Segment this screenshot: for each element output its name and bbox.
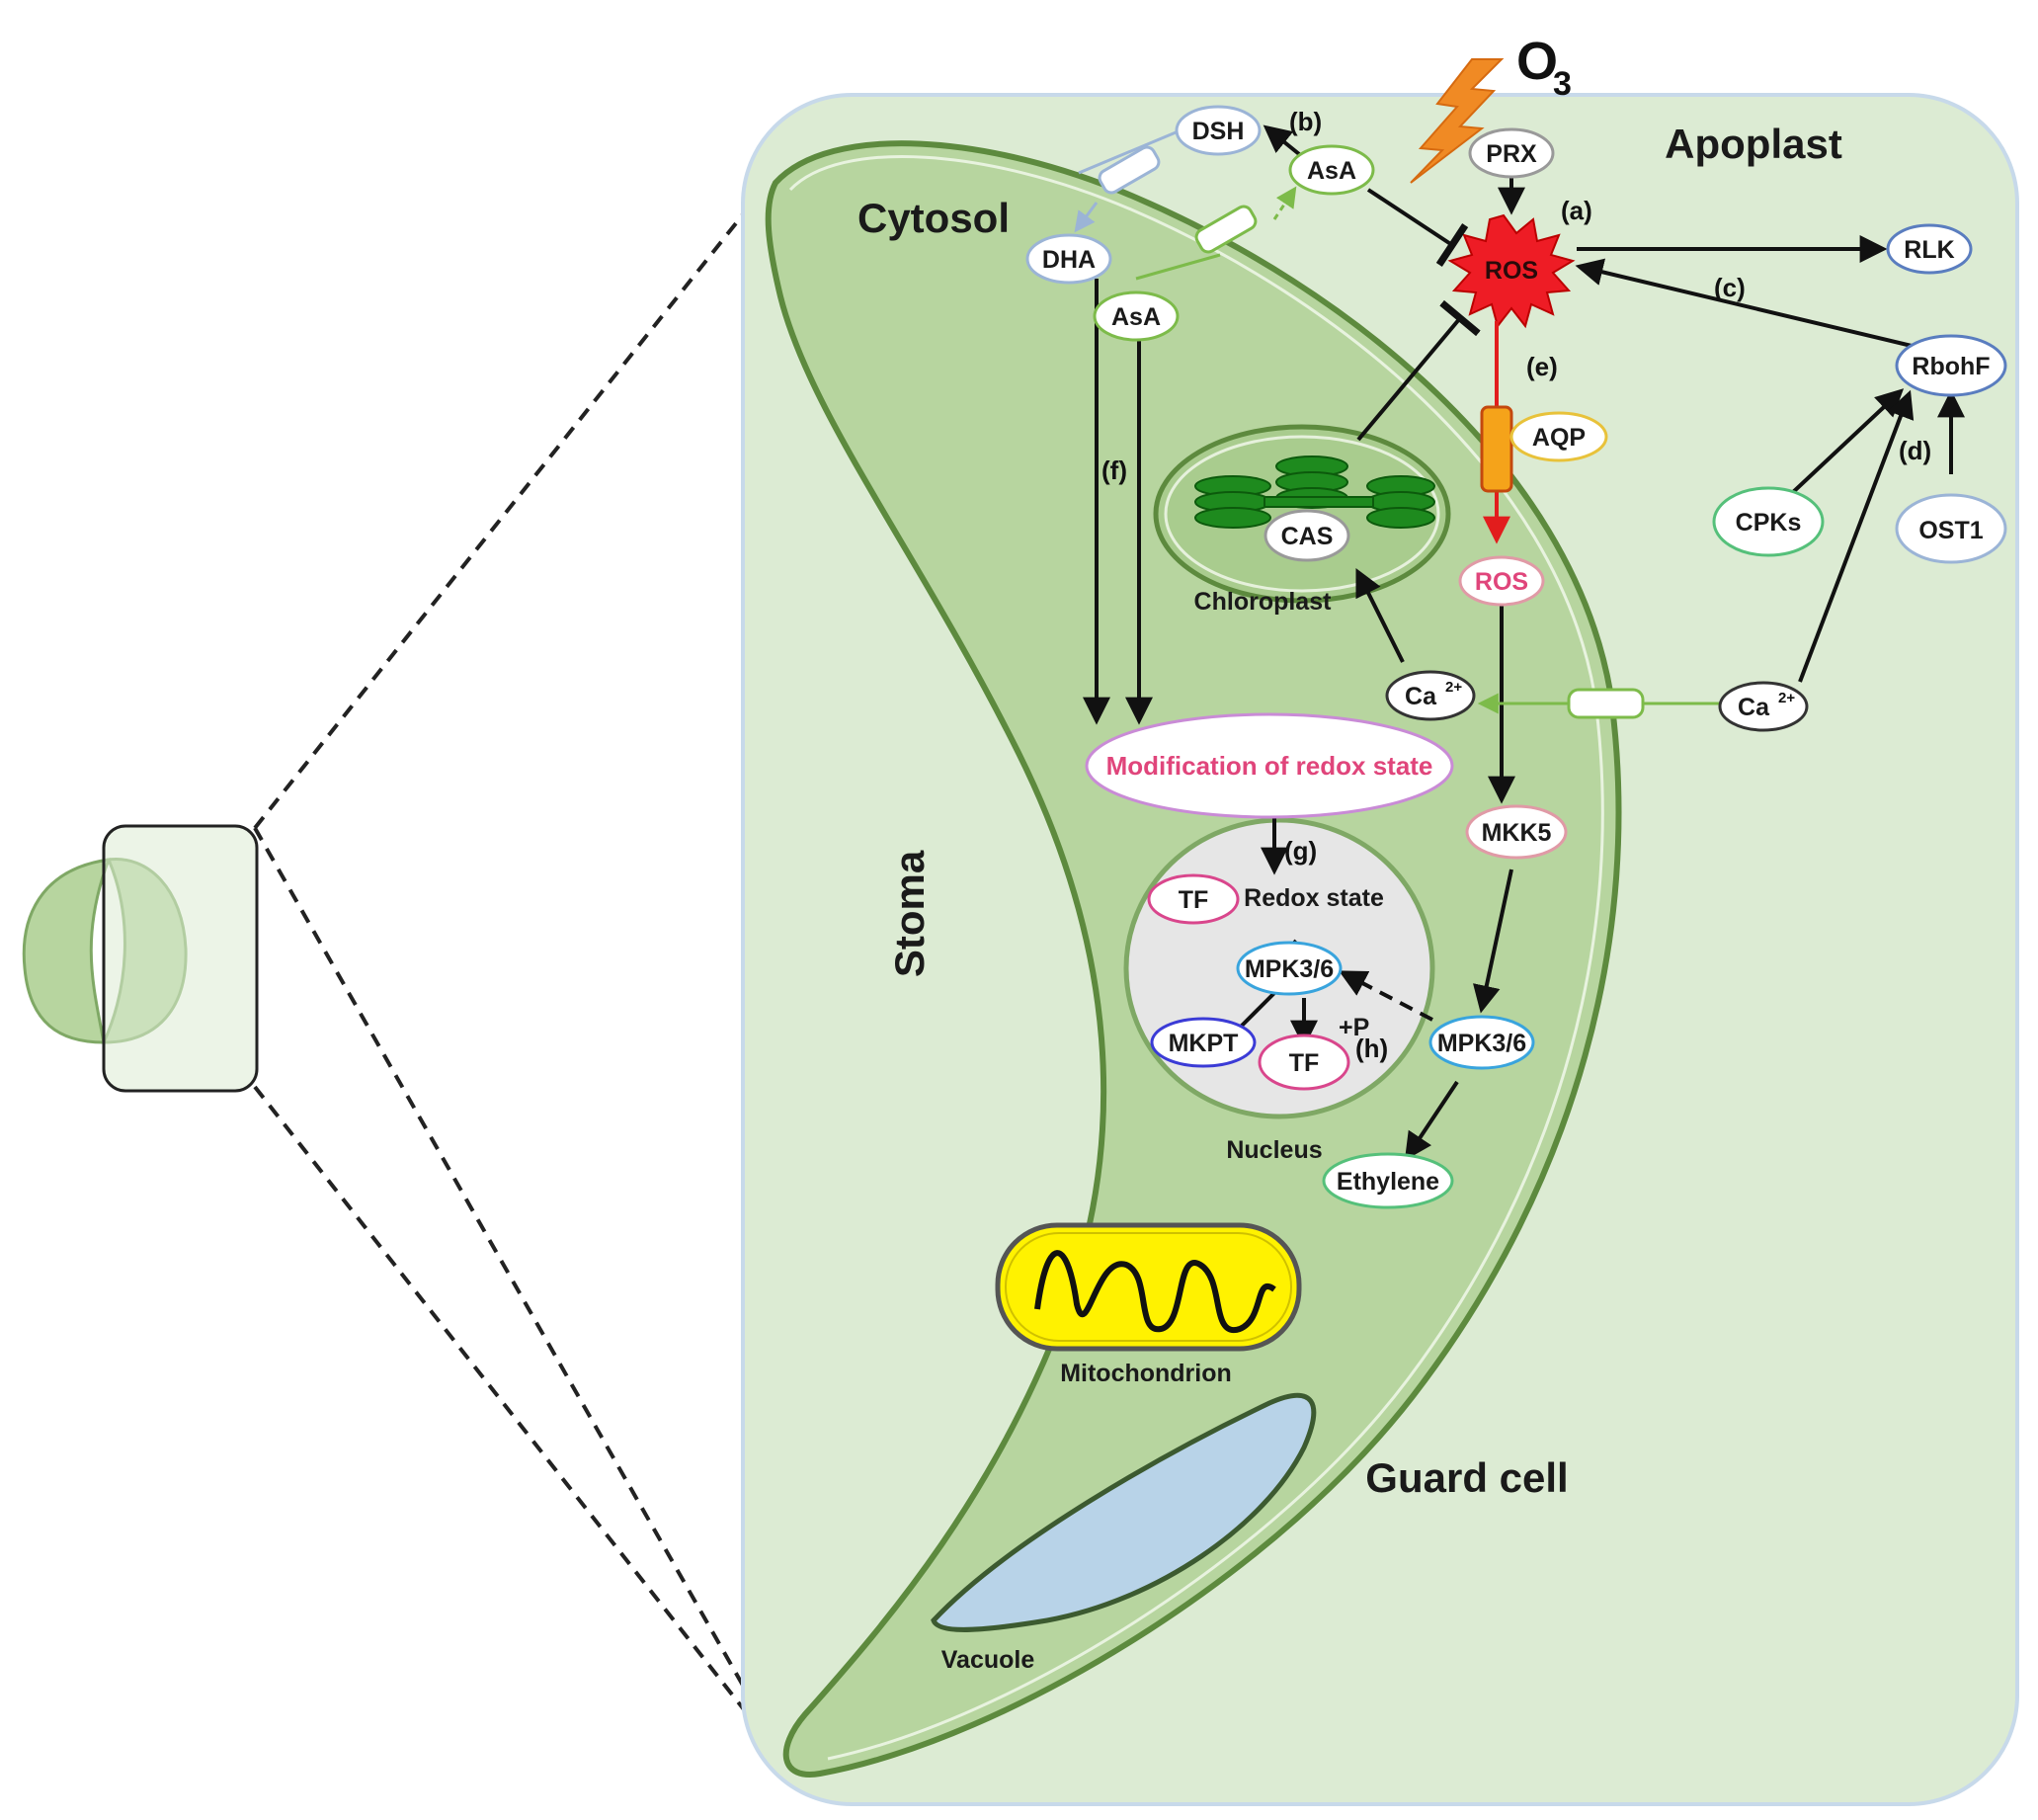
dha-node — [1025, 233, 1112, 285]
cpks-label: CPKs — [1736, 509, 1802, 537]
mpk36-nucleus-label: MPK3/6 — [1245, 955, 1334, 983]
vacuole — [931, 1392, 1317, 1632]
asa-apoplast-label: AsA — [1307, 157, 1356, 185]
redox-modification-node — [1085, 712, 1454, 819]
ros-burst-icon — [1447, 213, 1576, 329]
mkk5-node — [1465, 804, 1568, 860]
stoma-overview — [22, 824, 259, 1093]
ozone-lightning-icon — [1410, 58, 1505, 184]
zoom-line-lower — [253, 1085, 792, 1771]
ca-cytosol-label: Ca — [1405, 683, 1437, 710]
ca-cytosol-node — [1385, 670, 1476, 721]
asa-apoplast-node — [1288, 144, 1375, 196]
dha-label: DHA — [1042, 246, 1096, 274]
ost1-node — [1895, 493, 2007, 564]
stoma-label: Stoma — [886, 850, 933, 977]
aqp-label: AQP — [1532, 424, 1586, 452]
ozone-subscript: 3 — [1553, 65, 1572, 103]
step-h-label: (h) — [1355, 1034, 1388, 1063]
prx-label: PRX — [1486, 140, 1537, 168]
rlk-label: RLK — [1904, 236, 1954, 264]
asa-export-line — [1135, 253, 1221, 281]
cpks-node — [1712, 486, 1825, 557]
step-c-label: (c) — [1714, 273, 1746, 302]
redox-state-label: Redox state — [1244, 884, 1384, 912]
rlk-node — [1886, 223, 1973, 275]
dsh-node — [1175, 105, 1262, 156]
step-a-label: (a) — [1561, 196, 1592, 225]
mpk36-cytosol-label: MPK3/6 — [1437, 1030, 1526, 1057]
dha-import-arrow — [1074, 202, 1099, 233]
dha-transporter-icon — [1098, 145, 1161, 195]
asa-cytosol-node — [1093, 290, 1180, 342]
ros-cytosol-label: ROS — [1475, 568, 1528, 596]
mitochondrion-label: Mitochondrion — [1060, 1360, 1232, 1387]
pathway-arrows — [1083, 124, 1965, 1161]
tf-bottom-label: TF — [1289, 1049, 1320, 1077]
ros-cytosol-node — [1458, 555, 1545, 607]
step-e-label: (e) — [1526, 352, 1558, 381]
ethylene-node — [1322, 1152, 1454, 1209]
cas-label: CAS — [1281, 523, 1334, 550]
cas-node — [1264, 509, 1350, 562]
mkpt-label: MKPT — [1169, 1030, 1239, 1057]
dsh-label: DSH — [1192, 118, 1245, 145]
vacuole-label: Vacuole — [941, 1646, 1035, 1674]
guard-cell-label: Guard cell — [1365, 1454, 1568, 1501]
asa-transporter-icon — [1194, 205, 1258, 254]
ros-apoplast: ROS — [1485, 257, 1538, 285]
rbohf-label: RbohF — [1912, 353, 1990, 380]
ozone-label: O — [1516, 32, 1558, 91]
ca-apoplast-charge: 2+ — [1778, 690, 1795, 706]
redox-modification-label: Modification of redox state — [1106, 751, 1433, 781]
rbohf-node — [1895, 334, 2007, 397]
zoom-line-top — [253, 178, 773, 830]
aqp-channel-icon — [1480, 405, 1513, 493]
mitochondrion — [995, 1222, 1302, 1352]
mkk5-label: MKK5 — [1482, 819, 1552, 847]
cytosol-label: Cytosol — [857, 195, 1010, 241]
chloroplast-label: Chloroplast — [1194, 588, 1333, 616]
ost1-label: OST1 — [1918, 517, 1983, 544]
tf-top-label: TF — [1179, 886, 1209, 914]
nucleus-label: Nucleus — [1226, 1136, 1322, 1164]
ca-apoplast-label: Ca — [1738, 694, 1770, 721]
tf-top-node — [1147, 873, 1240, 925]
ca-cytosol-charge: 2+ — [1445, 679, 1462, 696]
aqp-node — [1509, 411, 1608, 462]
phosphorylation-label: +P — [1339, 1014, 1369, 1041]
step-g-label: (g) — [1284, 836, 1317, 866]
mpk36-nucleus-node — [1236, 941, 1343, 996]
mkpt-node — [1150, 1017, 1257, 1068]
tf-bottom-node — [1258, 1034, 1350, 1091]
apoplast-label: Apoplast — [1665, 121, 1842, 167]
calcium-channel-icon — [1567, 688, 1645, 719]
asa-cytosol-label: AsA — [1111, 303, 1161, 331]
step-b-label: (b) — [1289, 107, 1322, 136]
step-d-label: (d) — [1899, 436, 1931, 465]
step-f-label: (f) — [1101, 455, 1127, 485]
ethylene-label: Ethylene — [1337, 1168, 1439, 1196]
ca-apoplast-node — [1718, 681, 1809, 732]
dha-import-line — [1078, 128, 1182, 175]
mpk36-cytosol-node — [1428, 1015, 1535, 1070]
prx-node — [1468, 127, 1555, 179]
zoom-line-bottom — [253, 827, 792, 1770]
